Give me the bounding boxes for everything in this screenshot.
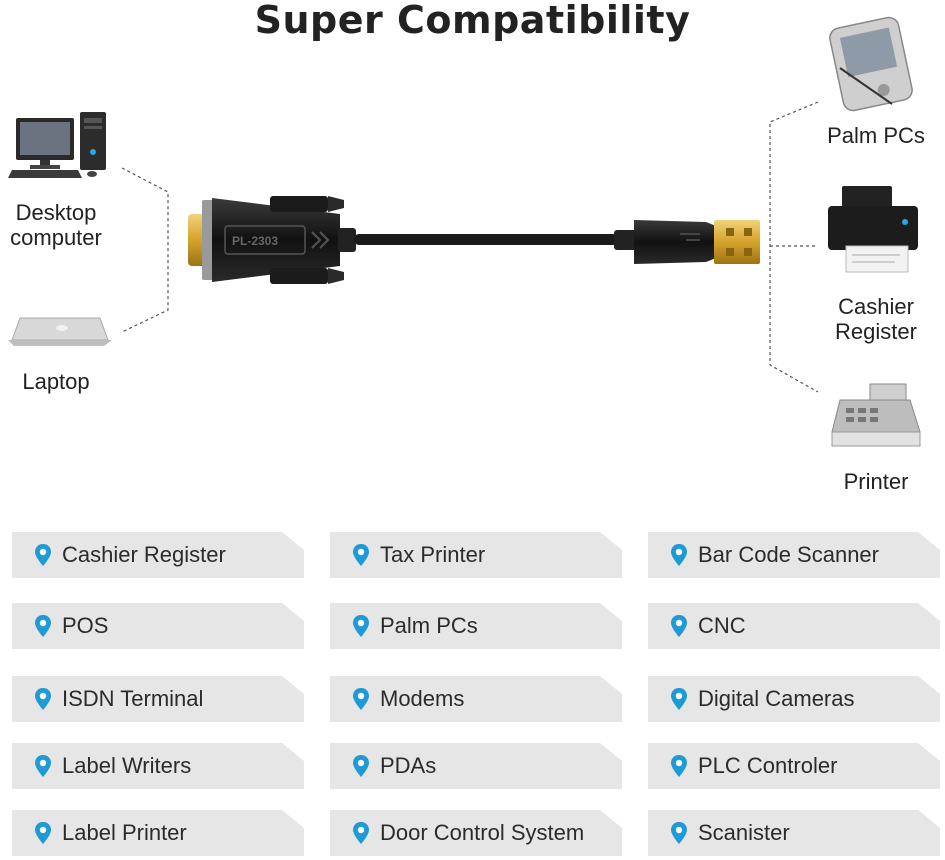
- application-chip: Digital Cameras: [648, 676, 940, 722]
- device-label-palm-pcs: Palm PCs: [827, 123, 925, 148]
- compatibility-diagram: PL-2303: [8, 16, 921, 447]
- location-pin-icon: [353, 615, 369, 637]
- application-chip: Label Printer: [12, 810, 304, 856]
- device-label-cashier-register: Cashier Register: [835, 294, 917, 344]
- location-pin-icon: [353, 822, 369, 844]
- application-label: Palm PCs: [380, 613, 478, 638]
- laptop-icon: [8, 317, 112, 346]
- application-label: Cashier Register: [62, 542, 226, 567]
- location-pin-icon: [35, 615, 51, 637]
- location-pin-icon: [353, 755, 369, 777]
- usb-serial-cable: PL-2303: [188, 196, 760, 284]
- location-pin-icon: [671, 755, 687, 777]
- location-pin-icon: [671, 544, 687, 566]
- location-pin-icon: [671, 822, 687, 844]
- chip-label: PL-2303: [232, 234, 278, 248]
- location-pin-icon: [671, 688, 687, 710]
- location-pin-icon: [35, 822, 51, 844]
- application-chip: PDAs: [330, 743, 622, 789]
- application-chip: Door Control System: [330, 810, 622, 856]
- application-label: POS: [62, 613, 109, 638]
- application-chip: Palm PCs: [330, 603, 622, 649]
- application-label: Digital Cameras: [698, 686, 855, 711]
- application-label: Label Writers: [62, 753, 192, 778]
- application-label: Label Printer: [62, 820, 187, 845]
- application-label: Scanister: [698, 820, 790, 845]
- location-pin-icon: [671, 615, 687, 637]
- palm-pc-icon: [829, 16, 913, 112]
- location-pin-icon: [35, 755, 51, 777]
- application-label: Tax Printer: [380, 542, 486, 567]
- page-title: Super Compatibility: [254, 0, 691, 42]
- application-label: PLC Controler: [698, 753, 838, 778]
- application-label: PDAs: [380, 753, 437, 778]
- right-connector-lines: [769, 101, 819, 393]
- application-label: CNC: [698, 613, 746, 638]
- application-label: Modems: [380, 686, 465, 711]
- application-label: Door Control System: [380, 820, 585, 845]
- application-chip: Cashier Register: [12, 532, 304, 578]
- application-chip: CNC: [648, 603, 940, 649]
- application-chip: Tax Printer: [330, 532, 622, 578]
- desktop-computer-icon: [8, 112, 106, 178]
- application-label: Bar Code Scanner: [698, 542, 879, 567]
- application-chip: Scanister: [648, 810, 940, 856]
- location-pin-icon: [353, 688, 369, 710]
- application-chip: PLC Controler: [648, 743, 940, 789]
- application-chip: POS: [12, 603, 304, 649]
- application-chip: Bar Code Scanner: [648, 532, 940, 578]
- left-connector-lines: [121, 167, 169, 333]
- location-pin-icon: [35, 544, 51, 566]
- device-label-desktop: Desktop computer: [10, 200, 102, 250]
- application-chip: ISDN Terminal: [12, 676, 304, 722]
- location-pin-icon: [353, 544, 369, 566]
- cash-register-icon: [831, 383, 921, 447]
- printer-icon: [828, 186, 918, 273]
- device-label-laptop: Laptop: [22, 369, 90, 394]
- application-chip: Modems: [330, 676, 622, 722]
- application-label: ISDN Terminal: [62, 686, 204, 711]
- device-label-printer: Printer: [843, 469, 909, 494]
- location-pin-icon: [35, 688, 51, 710]
- application-chip: Label Writers: [12, 743, 304, 789]
